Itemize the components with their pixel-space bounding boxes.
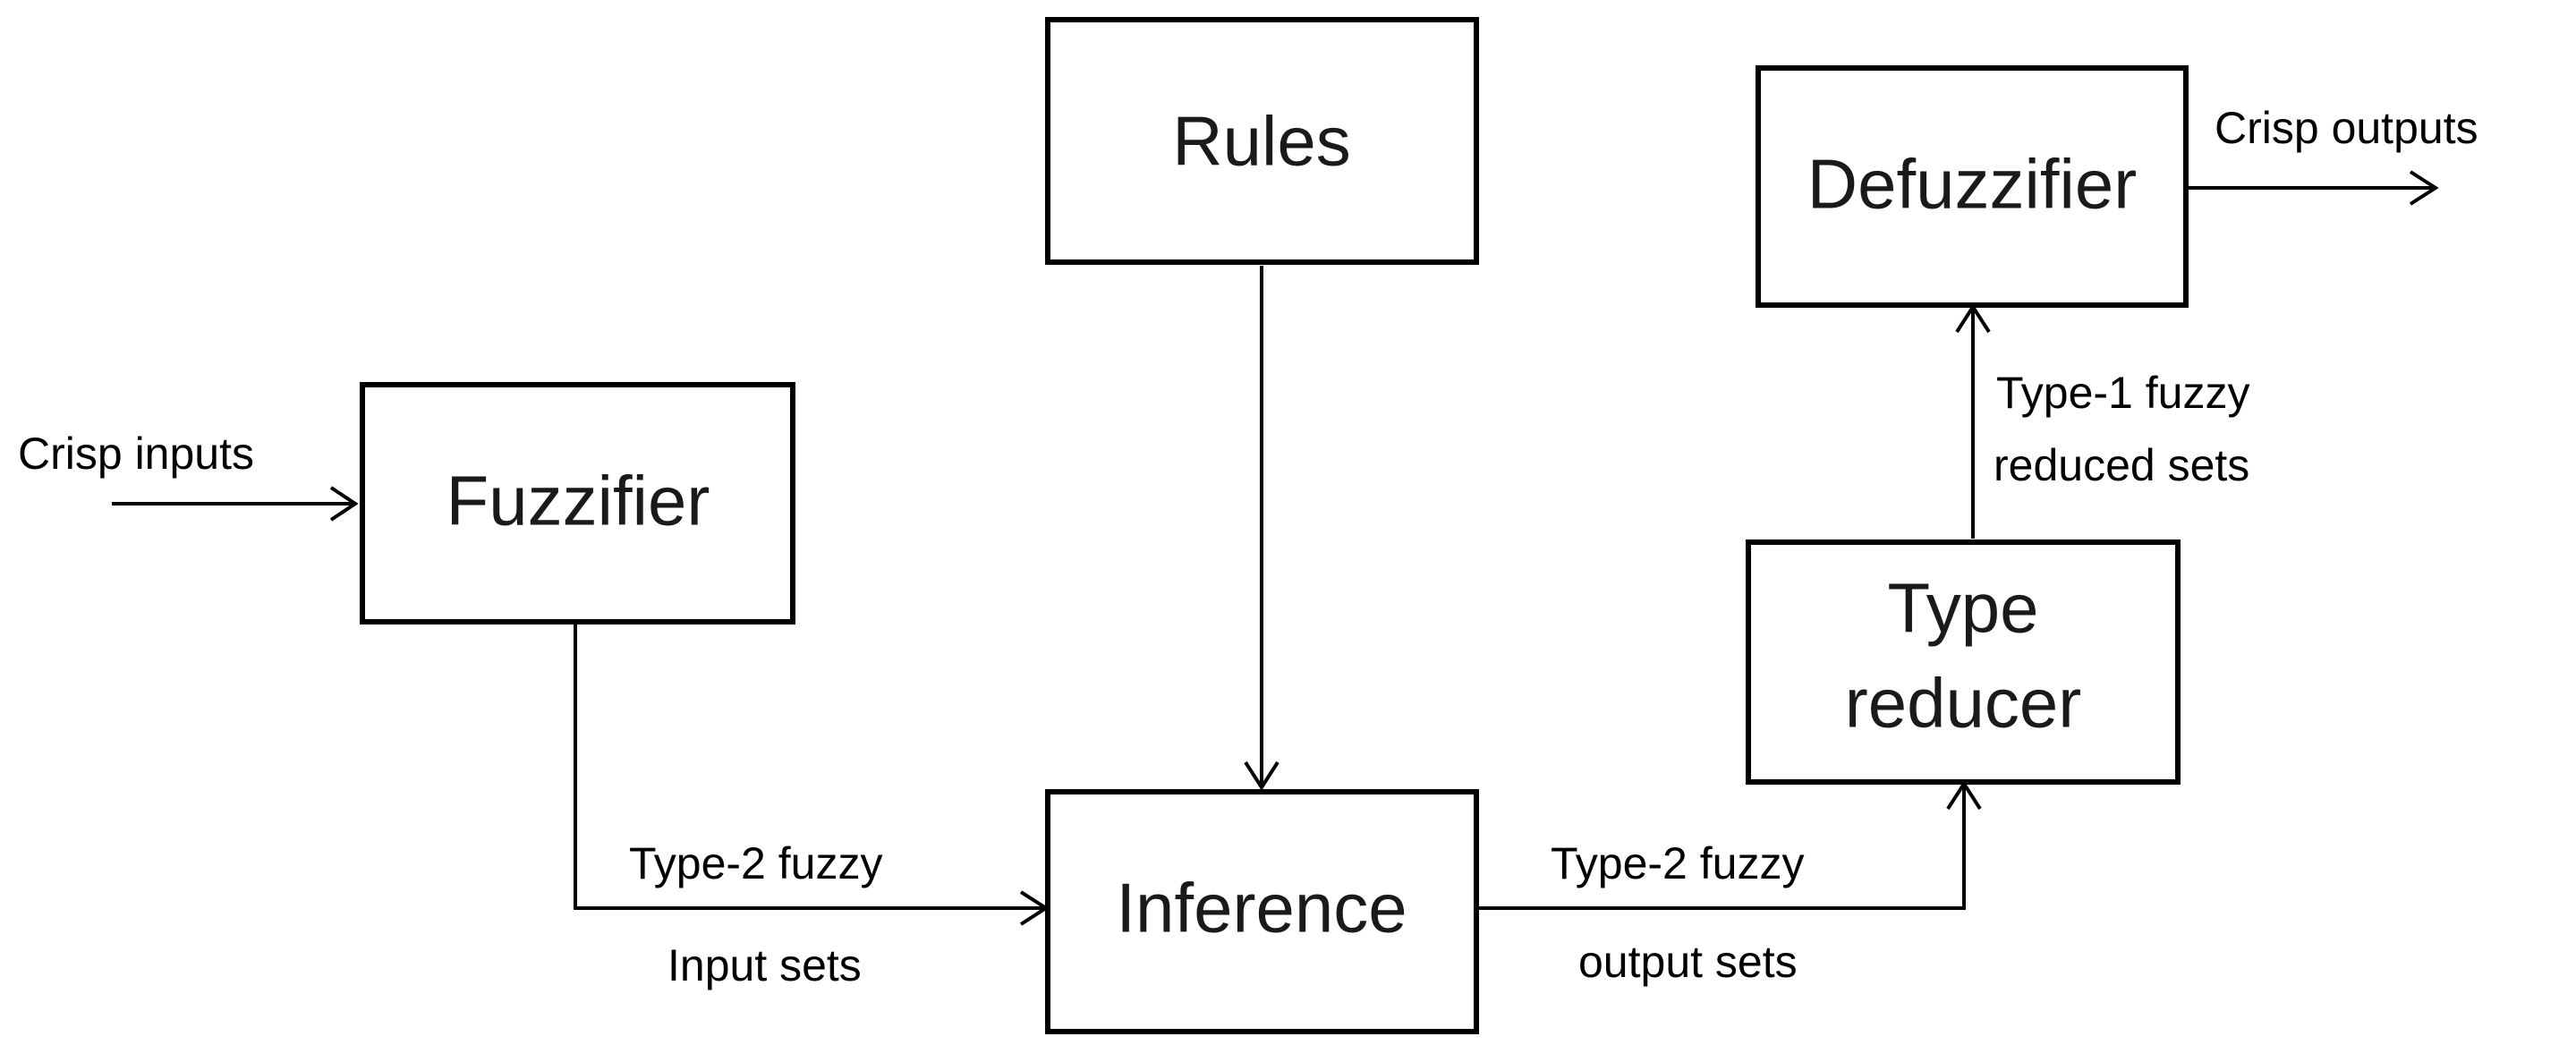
rules-node: Rules [1045, 17, 1479, 265]
crisp-inputs-label: Crisp inputs [18, 429, 254, 479]
input-sets-label-line1: Type-2 fuzzy [629, 838, 882, 888]
inference-node: Inference [1045, 789, 1479, 1034]
reducer-to-defuzzifier-arrow [1955, 303, 1991, 539]
fuzzifier-node: Fuzzifier [360, 382, 795, 624]
type-reducer-label-line1: Type [1887, 569, 2038, 648]
defuzzifier-label: Defuzzifier [1807, 145, 2137, 224]
fuzzifier-label: Fuzzifier [446, 462, 710, 540]
rules-label: Rules [1172, 102, 1350, 181]
type-reducer-node: Type reducer [1746, 539, 2181, 785]
reduced-sets-label-line2: reduced sets [1994, 440, 2249, 490]
type-reducer-label-line2: reducer [1845, 664, 2081, 743]
rules-to-inference-arrow [1244, 266, 1279, 791]
nodes: Rules Fuzzifier Inference Defuzzifier Ty… [360, 17, 2189, 1034]
input-sets-label-line2: Input sets [667, 940, 862, 990]
output-sets-label-line2: output sets [1578, 937, 1798, 987]
crisp-inputs-arrow [112, 486, 359, 522]
reduced-sets-label-line1: Type-1 fuzzy [1996, 368, 2249, 418]
crisp-outputs-arrow [2188, 170, 2439, 206]
crisp-outputs-label: Crisp outputs [2215, 103, 2478, 153]
inference-label: Inference [1116, 869, 1407, 947]
edge-labels: Crisp inputs Crisp outputs Type-2 fuzzy … [18, 103, 2478, 990]
output-sets-label-line1: Type-2 fuzzy [1551, 838, 1804, 888]
defuzzifier-node: Defuzzifier [1756, 65, 2189, 308]
